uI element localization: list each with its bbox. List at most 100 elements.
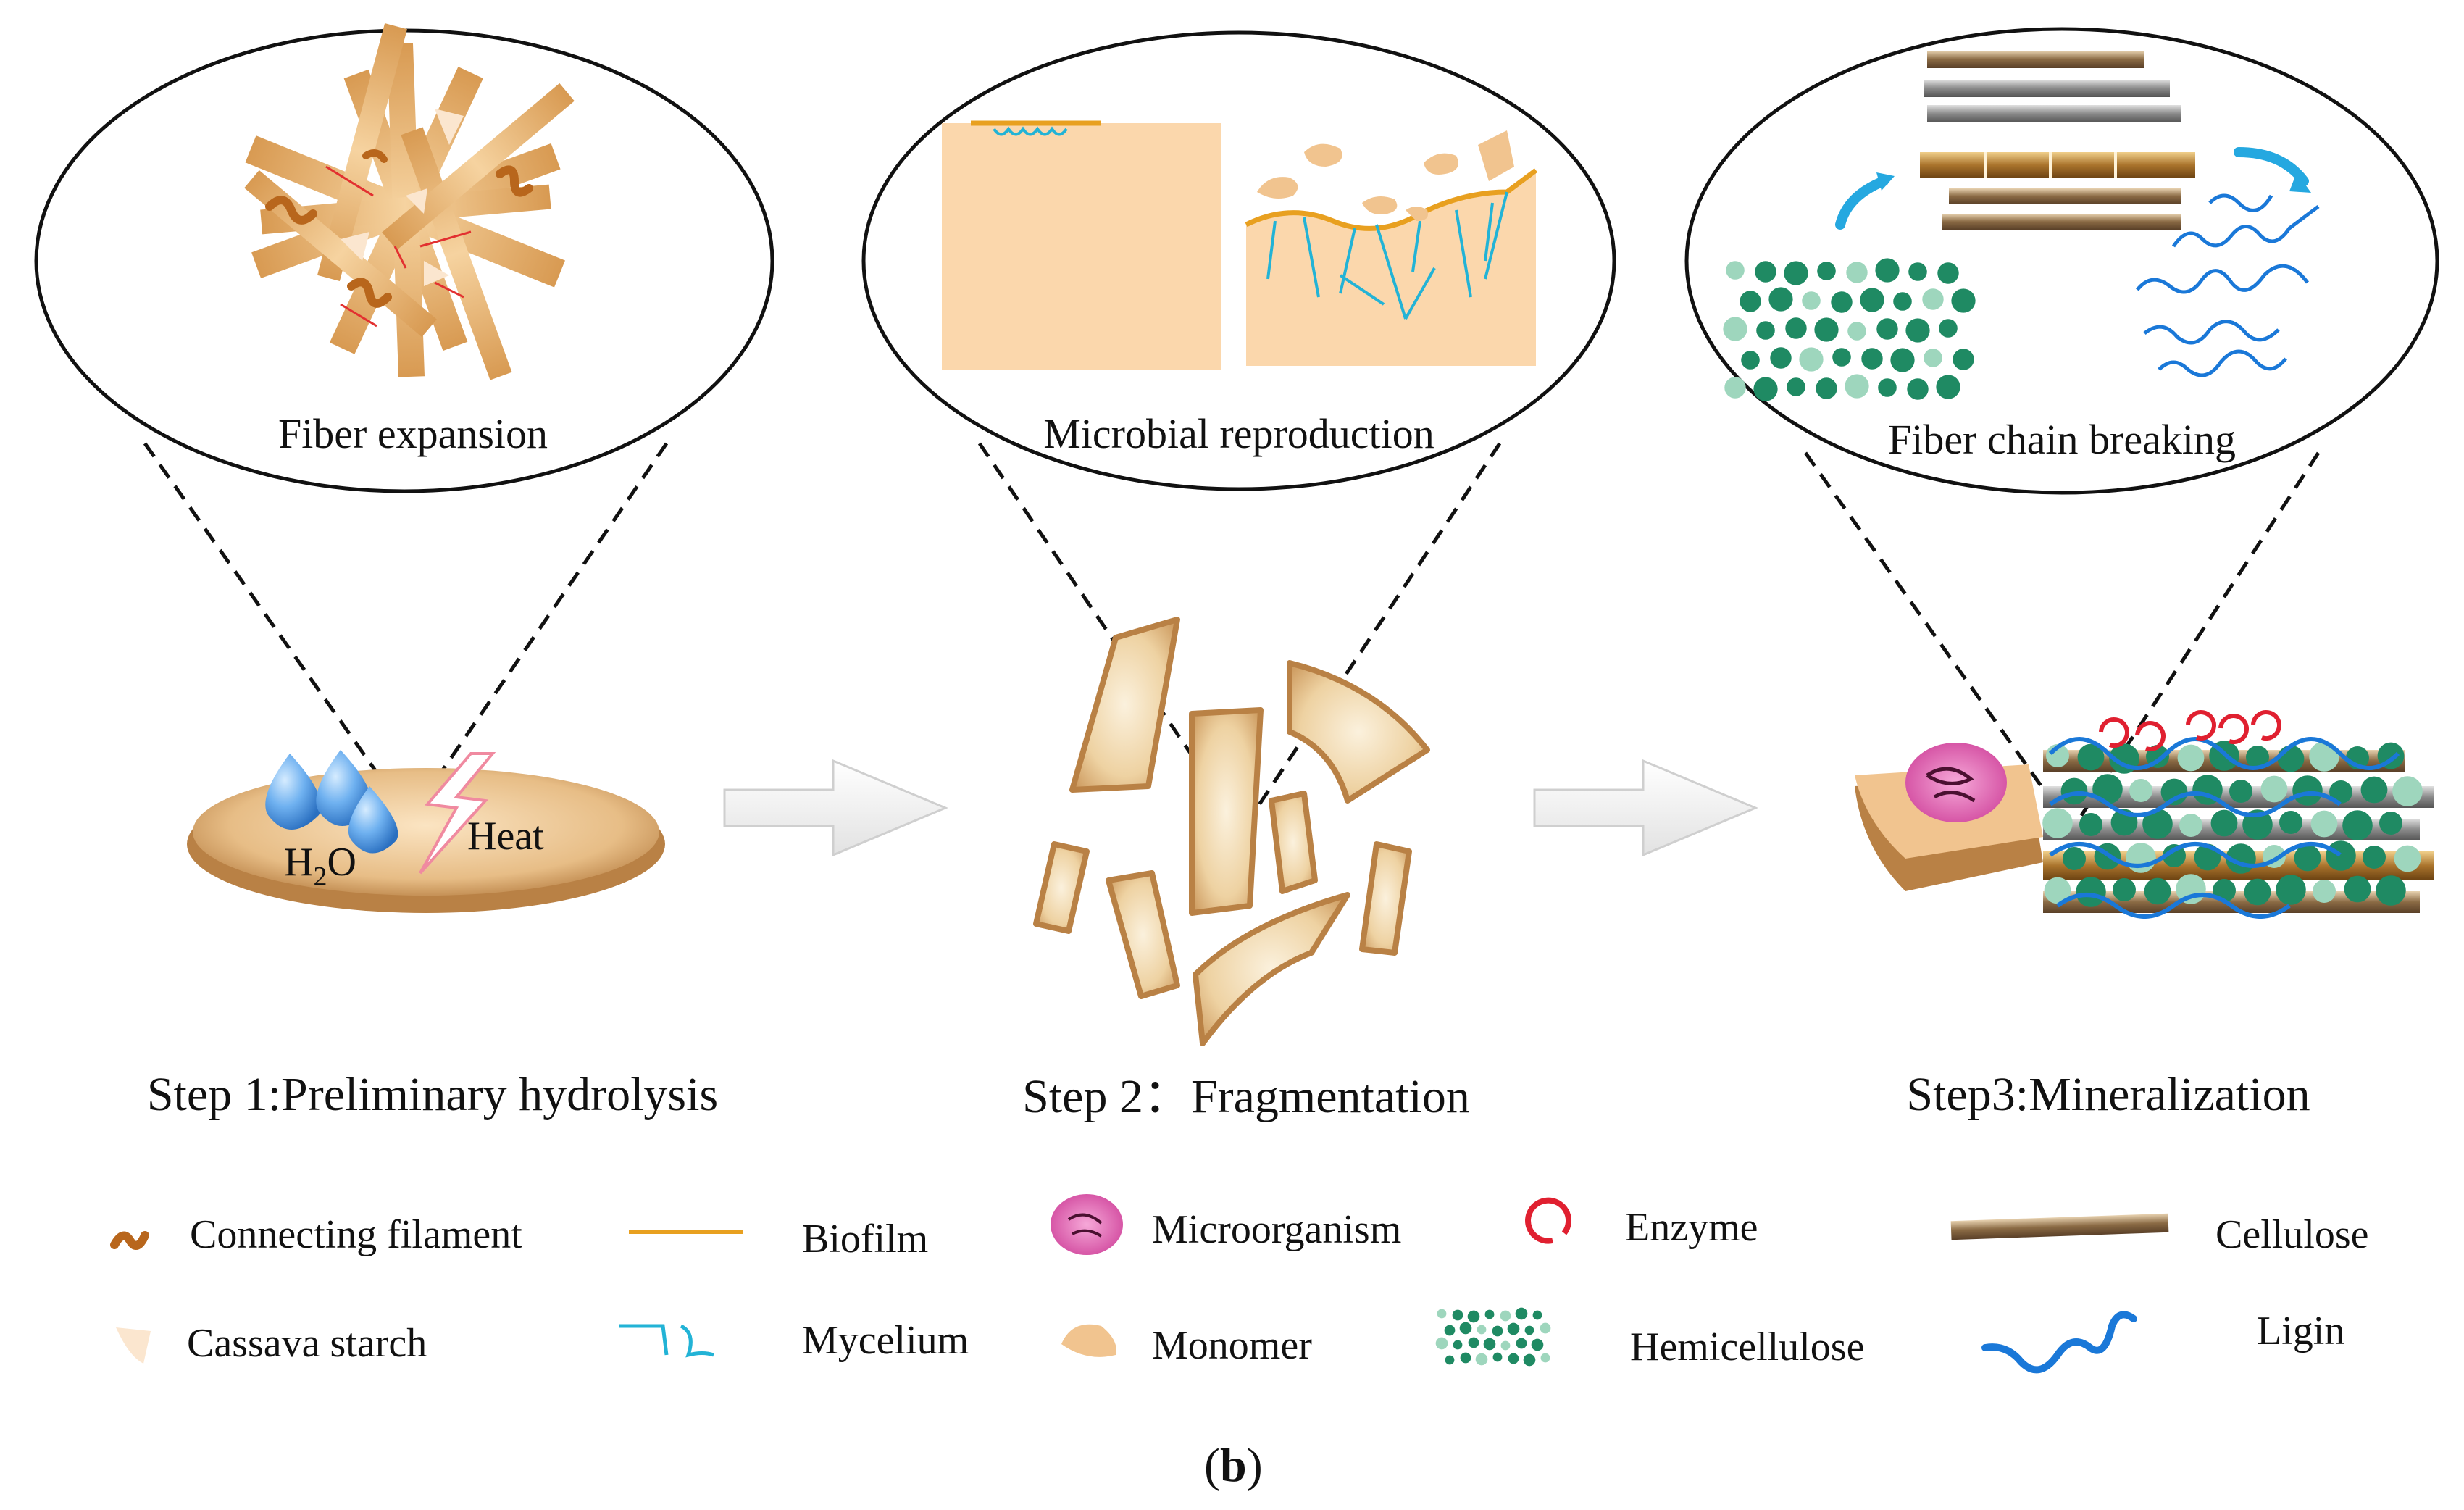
hemicellulose-dot (1508, 1353, 1519, 1364)
water-label: H2O (284, 840, 356, 892)
hemicellulose-dot (1753, 377, 1778, 401)
hemicellulose-dot (1507, 1322, 1520, 1335)
enzyme-cluster (2099, 710, 2281, 751)
hemicellulose-dot (1477, 1325, 1487, 1335)
legend-item-cellulose: Cellulose (1950, 1212, 2369, 1257)
hemicellulose-dot (2244, 878, 2271, 906)
zoom-label-fiber-chain-breaking: Fiber chain breaking (1888, 416, 2236, 463)
hemicellulose-dot (1531, 1338, 1544, 1351)
svg-text:Connecting filament: Connecting filament (190, 1212, 522, 1257)
svg-text:Microorganism: Microorganism (1152, 1207, 1401, 1252)
fiber-bundle-illustration (244, 22, 575, 380)
hemicellulose-dot (1787, 378, 1805, 396)
hemicellulose-dot (2077, 743, 2105, 771)
hemicellulose-dot (1784, 261, 1808, 285)
hemicellulose-dot (1876, 318, 1898, 340)
hemicellulose-dot (1860, 288, 1884, 312)
hemicellulose-dot (2179, 814, 2202, 837)
hemicellulose-dot (1939, 319, 1958, 338)
hemicellulose-dot (1524, 1325, 1534, 1335)
hemicellulose-dot (2342, 810, 2373, 840)
hemicellulose-dot (2246, 746, 2269, 769)
hemicellulose-dot (1845, 374, 1869, 399)
hemicellulose-dot (1814, 317, 1839, 342)
hemicellulose-dot (2129, 779, 2152, 802)
hemicellulose-dot (1540, 1353, 1550, 1363)
hemicellulose-dot (1435, 1337, 1448, 1350)
hemicellulose-dot (1846, 262, 1868, 283)
hemicellulose-dot (1755, 261, 1776, 283)
zoom-circle-fiber-expansion: Fiber expansion (34, 22, 774, 493)
hemicellulose-dot (2376, 875, 2406, 906)
legend-item-cassava-starch: Cassava starch (116, 1321, 427, 1366)
hemicellulose-dot (2042, 808, 2073, 838)
hemicellulose-dot (1831, 291, 1853, 313)
enzyme-icon (1525, 1197, 1571, 1244)
cassava-starch-icon (116, 1327, 151, 1364)
hemicellulose-dot (2144, 877, 2171, 905)
hemicellulose-dot (1437, 1309, 1447, 1319)
hemicellulose-dot (1492, 1325, 1503, 1337)
hemicellulose-dot (2344, 875, 2371, 903)
hemicellulose-dot (1459, 1322, 1472, 1335)
legend-item-biofilm: Biofilm (629, 1217, 928, 1261)
hemicellulose-dot (1444, 1325, 1456, 1336)
microorganism-icon (1051, 1194, 1123, 1255)
hemicellulose-dot (1924, 349, 1942, 367)
hemicellulose-dot (1922, 288, 1944, 310)
legend-item-microorganism: Microorganism (1051, 1194, 1401, 1255)
hemicellulose-dot (2060, 777, 2088, 805)
hemicellulose-dot (2113, 878, 2136, 901)
hemicellulose-dot (2044, 877, 2071, 904)
process-arrow-1 (723, 759, 948, 857)
hemicellulose-dot (1500, 1310, 1511, 1322)
hemicellulose-dot (1484, 1309, 1495, 1319)
hemicellulose-dot (1475, 1353, 1488, 1366)
panel-label: (b) (1204, 1439, 1263, 1492)
connecting-filament-icon (110, 1231, 149, 1250)
hemicellulose-dot (1741, 351, 1760, 370)
hemicellulose-dot (1905, 318, 1930, 343)
hemicellulose-dot (1832, 348, 1851, 367)
legend-item-connecting-filament: Connecting filament (110, 1212, 522, 1257)
zoom-label-microbial-reproduction: Microbial reproduction (1043, 410, 1434, 457)
zoom-label-fiber-expansion: Fiber expansion (278, 410, 548, 457)
step2-label: Step 2：Fragmentation (1022, 1070, 1470, 1123)
hemicellulose-dot (1516, 1338, 1527, 1349)
hemicellulose-dot (2294, 844, 2321, 872)
hemicellulose-dot (2276, 875, 2306, 905)
legend-item-monomer: Monomer (1061, 1323, 1312, 1368)
hemicellulose-dot (1802, 291, 1821, 310)
hemicellulose-dot (1740, 291, 1761, 312)
hemicellulose-dot (1500, 1340, 1511, 1351)
hemicellulose-dot (2160, 778, 2188, 806)
hemicellulose-dot (2260, 775, 2288, 803)
hemicellulose-dot (1893, 292, 1912, 311)
hemicellulose-dot (2229, 780, 2252, 803)
hemicellulose-dot (1532, 1310, 1542, 1320)
hemicellulose-dot (2379, 812, 2402, 835)
hemicellulose-dot (1951, 288, 1976, 313)
hemicellulose-dot (1799, 347, 1824, 372)
zoom-circle-fiber-chain-breaking: Fiber chain breaking (1684, 27, 2439, 495)
hemicellulose-dot (2310, 810, 2338, 838)
hemicellulose-dot (2279, 811, 2302, 834)
mycelium-icon (619, 1324, 714, 1358)
hemicellulose-dot (1878, 378, 1897, 397)
hemicellulose-dot (2392, 776, 2423, 806)
hemicellulose-dot (2360, 776, 2388, 804)
svg-text:Biofilm: Biofilm (802, 1217, 928, 1261)
hemicellulose-dot (1467, 1310, 1480, 1323)
hemicellulose-dot (1937, 262, 1959, 284)
hemicellulose-dot (1453, 1340, 1463, 1350)
hemicellulose-dot (1756, 321, 1775, 340)
hemicellulose-dot (1768, 287, 1793, 312)
svg-text:Monomer: Monomer (1152, 1323, 1312, 1368)
hemicellulose-dot (2394, 845, 2421, 872)
microbial-reproduction-illustration (942, 120, 1538, 370)
hemicellulose-dot (2363, 846, 2386, 869)
hemicellulose-dot (2079, 813, 2102, 836)
step1-hydrolysis-disc: H2O Heat (187, 750, 665, 913)
hemicellulose-dot (1452, 1309, 1463, 1321)
hemicellulose-dot (1890, 348, 1915, 372)
